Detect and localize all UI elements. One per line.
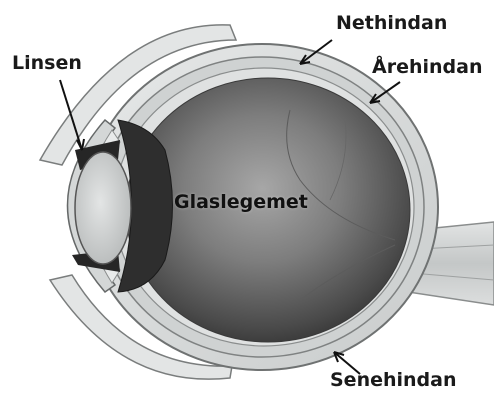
label-arehindan: Årehindan [372, 58, 482, 77]
label-glaslegemet: Glaslegemet [174, 193, 308, 212]
label-nethindan: Nethindan [336, 14, 447, 33]
lens [75, 152, 131, 264]
label-linsen: Linsen [12, 54, 82, 73]
label-senehindan: Senehindan [330, 371, 457, 390]
